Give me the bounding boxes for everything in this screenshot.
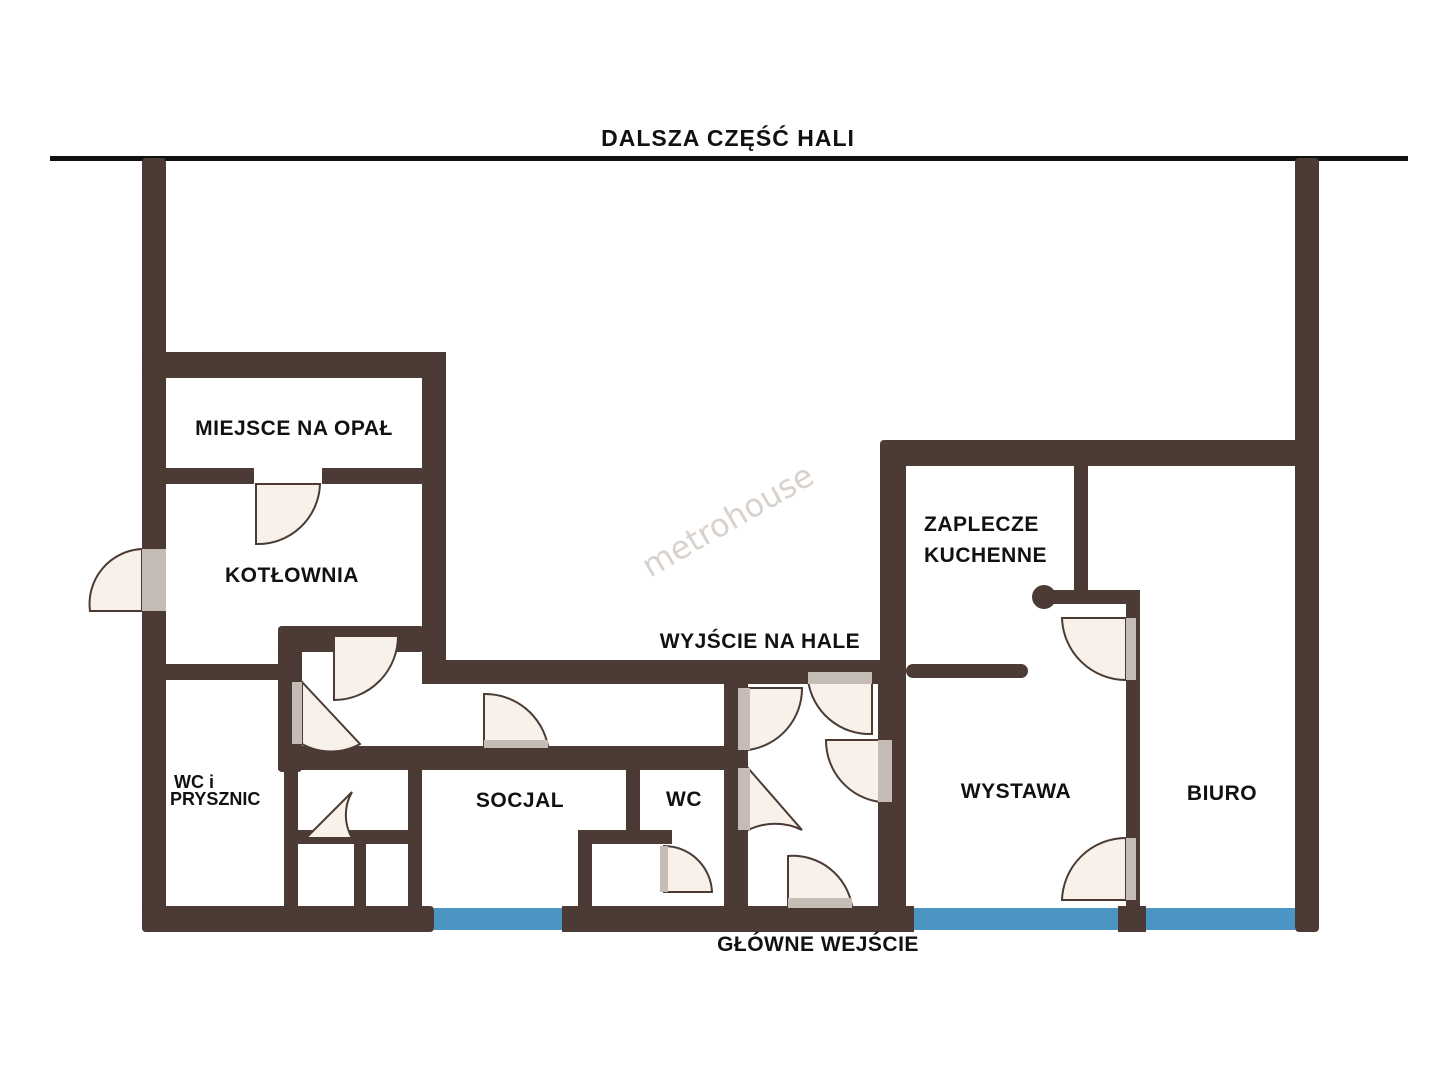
label-kitchen-line1: ZAPLECZE bbox=[924, 513, 1039, 536]
label-main-entrance: GŁÓWNE WEJŚCIE bbox=[717, 932, 919, 956]
label-wc-shower-line1: WC i bbox=[174, 772, 214, 792]
label-office: BIURO bbox=[1187, 782, 1257, 805]
windows bbox=[434, 908, 1295, 930]
label-kitchen-line2: KUCHENNE bbox=[924, 544, 1047, 567]
walls bbox=[142, 158, 1319, 932]
label-social-room: SOCJAL bbox=[476, 789, 564, 812]
label-hall-exit: WYJŚCIE NA HALE bbox=[660, 629, 860, 653]
label-wc-shower-line2: PRYSZNIC bbox=[170, 789, 260, 809]
labels: DALSZA CZĘŚĆ HALI MIEJSCE NA OPAŁ KOTŁOW… bbox=[170, 124, 1257, 956]
label-boiler-room: KOTŁOWNIA bbox=[225, 564, 359, 587]
label-showroom: WYSTAWA bbox=[961, 780, 1071, 803]
label-fuel-storage: MIEJSCE NA OPAŁ bbox=[195, 417, 393, 440]
label-wc: WC bbox=[666, 788, 702, 811]
hall-boundary-line bbox=[50, 156, 1408, 161]
doors bbox=[88, 483, 1136, 908]
label-further-hall: DALSZA CZĘŚĆ HALI bbox=[601, 124, 855, 151]
watermark: metrohouse bbox=[635, 456, 820, 585]
